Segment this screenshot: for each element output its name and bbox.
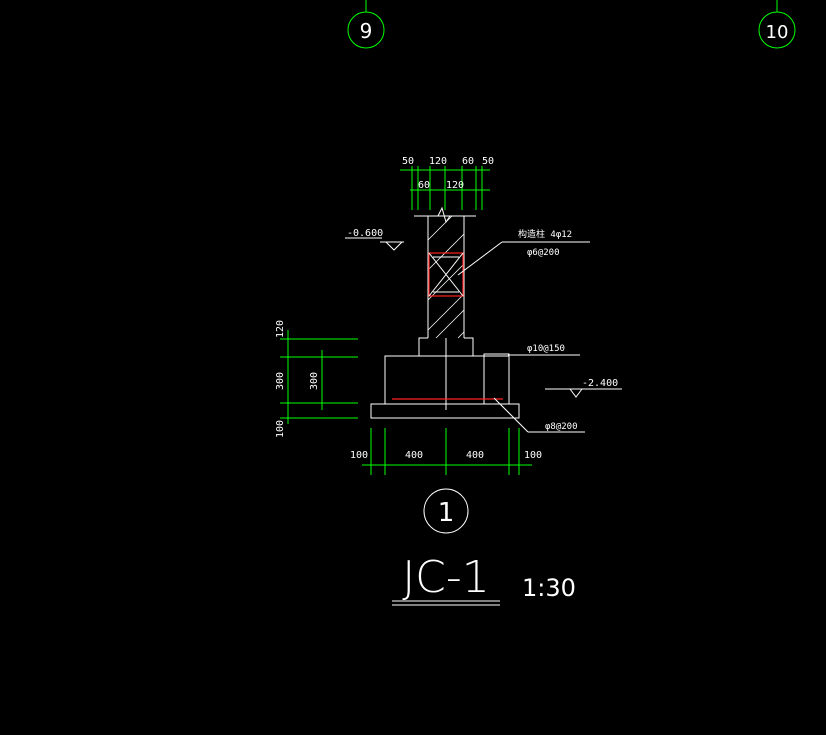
column-hatch bbox=[427, 215, 465, 339]
base-top-rebar-label: φ10@150 bbox=[527, 344, 565, 354]
rebar-leaders: 构造柱 4φ12 φ6@200 φ10@150 φ8@200 bbox=[457, 228, 590, 433]
axis-10: 10 bbox=[758, 0, 796, 49]
dim-left-300: 300 bbox=[275, 372, 286, 390]
left-dimensions: 120 300 100 300 bbox=[275, 320, 358, 438]
dim-inner-300: 300 bbox=[309, 372, 320, 390]
bedding-layer bbox=[370, 403, 520, 419]
level-bottom: -2.400 bbox=[545, 378, 622, 398]
level-top: -0.600 bbox=[345, 228, 404, 251]
dim-bottom-400-right: 400 bbox=[466, 450, 484, 461]
dim-left-100: 100 bbox=[275, 420, 286, 438]
column bbox=[414, 206, 476, 410]
detail-bubble: 1 bbox=[423, 488, 469, 534]
dim-bottom-400-left: 400 bbox=[405, 450, 423, 461]
dim-top-60-lower: 60 bbox=[418, 180, 430, 191]
dim-top-50-right: 50 bbox=[482, 156, 494, 167]
column-main-rebar-label: 构造柱 4φ12 bbox=[518, 228, 572, 240]
dim-top-60: 60 bbox=[462, 156, 474, 167]
drawing-title-block: JC-1 1:30 bbox=[392, 552, 576, 606]
axis-9: 9 bbox=[347, 0, 385, 49]
level-top-text: -0.600 bbox=[347, 228, 383, 239]
axis-9-label: 9 bbox=[360, 19, 373, 43]
dim-top-120-lower: 120 bbox=[446, 180, 464, 191]
dim-left-120: 120 bbox=[275, 320, 286, 338]
dim-top-120: 120 bbox=[429, 156, 447, 167]
drawing-scale: 1:30 bbox=[522, 574, 576, 602]
column-stirrup-label: φ6@200 bbox=[527, 248, 560, 258]
axis-10-label: 10 bbox=[766, 22, 789, 43]
bottom-dimensions: 100 400 400 100 bbox=[350, 428, 542, 475]
dim-top-50-left: 50 bbox=[402, 156, 414, 167]
footing bbox=[370, 353, 520, 419]
dim-bottom-100-left: 100 bbox=[350, 450, 368, 461]
detail-number: 1 bbox=[438, 498, 455, 528]
dim-bottom-100-right: 100 bbox=[524, 450, 542, 461]
level-bottom-text: -2.400 bbox=[582, 378, 618, 389]
top-dimensions: 50 120 60 50 60 120 bbox=[400, 156, 494, 210]
base-bottom-rebar-label: φ8@200 bbox=[545, 422, 578, 432]
drawing-title: JC-1 bbox=[402, 552, 490, 603]
tie-column-rebar-cage bbox=[428, 252, 464, 297]
